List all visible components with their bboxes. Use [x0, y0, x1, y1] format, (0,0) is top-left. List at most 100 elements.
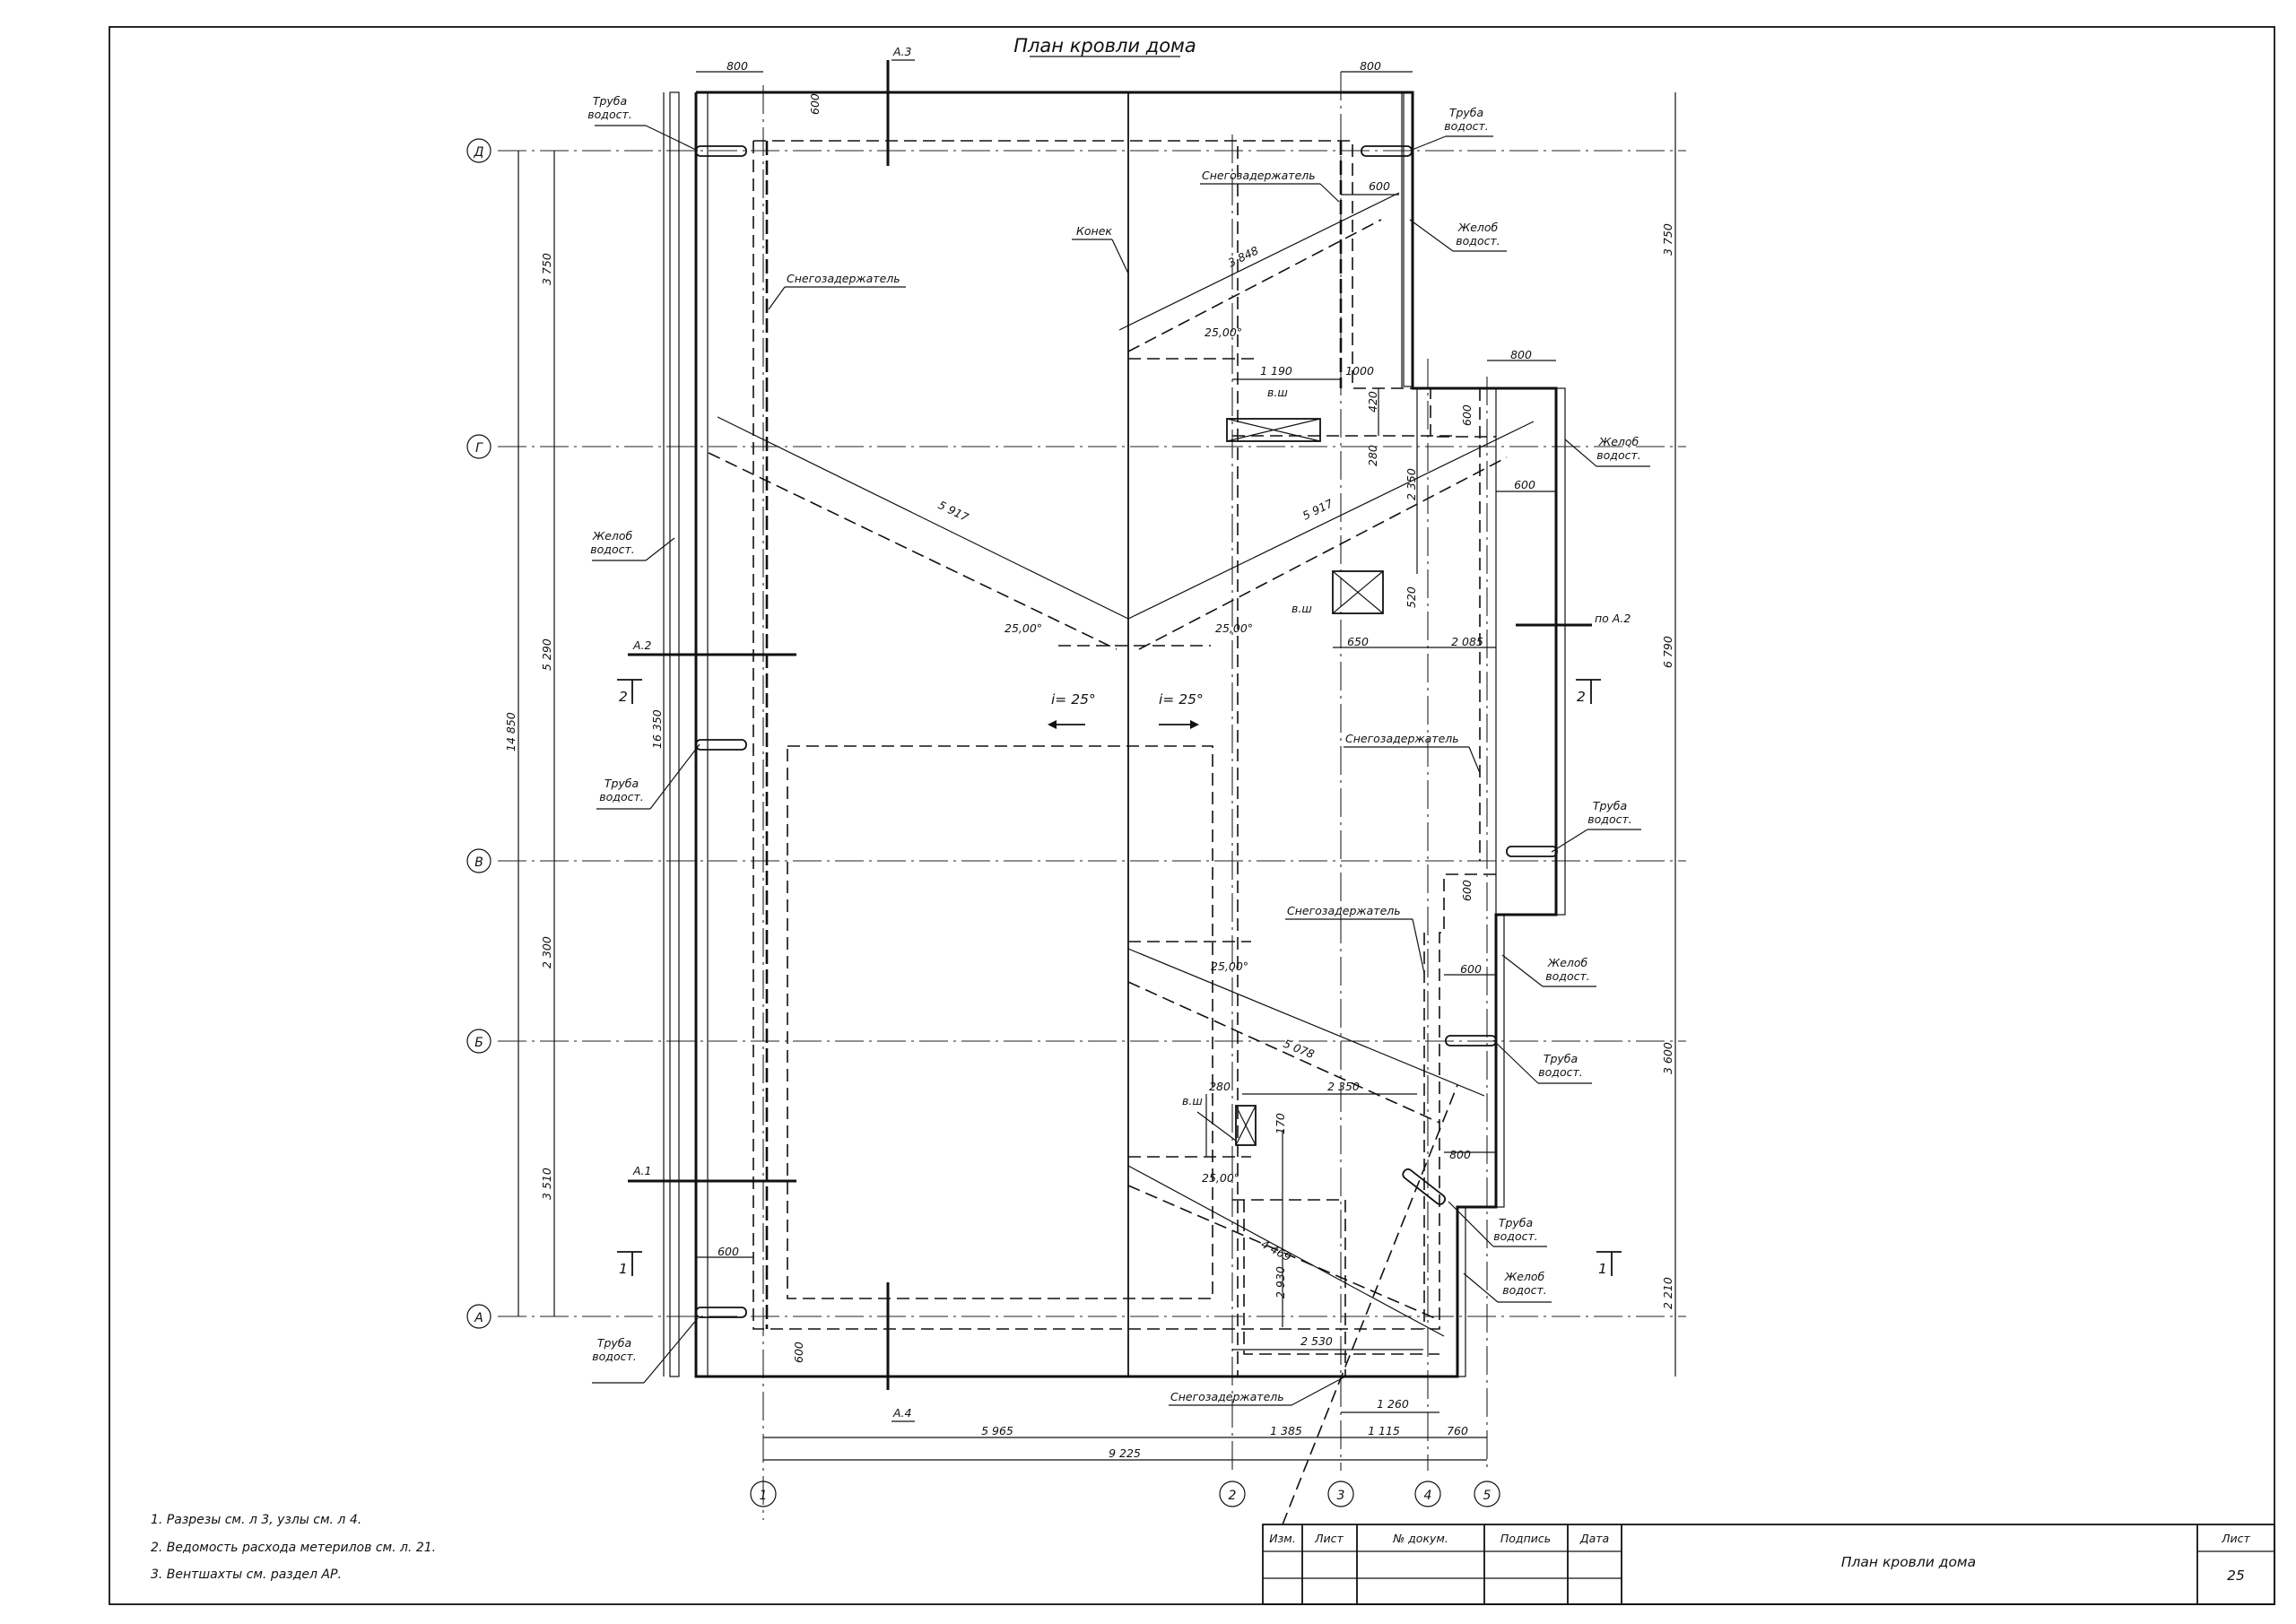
svg-text:Снегозадержатель: Снегозадержатель	[1345, 732, 1459, 745]
svg-text:Г: Г	[475, 441, 483, 456]
svg-text:Б: Б	[474, 1036, 483, 1050]
vent-shafts	[1226, 418, 1384, 1146]
svg-text:2: 2	[1229, 1489, 1237, 1503]
svg-text:170: 170	[1274, 1113, 1287, 1134]
svg-text:600: 600	[1460, 962, 1482, 976]
svg-text:2 085: 2 085	[1451, 635, 1483, 648]
drawing-notes: 1. Разрезы см. л 3, узлы см. л 4. 2. Вед…	[151, 1513, 436, 1582]
gutter-top-right	[1403, 91, 1413, 387]
svg-text:2. Ведомость расхода метерилов: 2. Ведомость расхода метерилов см. л. 21…	[151, 1541, 436, 1555]
svg-text:16 350: 16 350	[650, 709, 664, 749]
svg-text:2 350: 2 350	[1405, 468, 1418, 500]
svg-text:650: 650	[1347, 635, 1369, 648]
svg-text:3 750: 3 750	[540, 253, 553, 285]
dimension-lines	[517, 71, 1676, 1461]
svg-text:600: 600	[718, 1245, 739, 1258]
drain-pipe	[1402, 1168, 1447, 1205]
axis-bubble-G	[466, 434, 491, 459]
svg-text:2: 2	[1577, 689, 1586, 705]
drain-pipe	[695, 145, 747, 157]
svg-text:800: 800	[1510, 348, 1532, 361]
svg-text:№ докум.: № докум.	[1392, 1532, 1448, 1545]
svg-text:14 850: 14 850	[504, 712, 517, 751]
roof-slopes	[708, 192, 1535, 1525]
svg-text:5 917: 5 917	[936, 498, 971, 524]
slope-angles: 25,00° 25,00° 25,00° 25,00° 25,00° i= 25…	[1004, 326, 1253, 1185]
svg-text:2 530: 2 530	[1300, 1334, 1333, 1348]
gutter-bottom-right	[1457, 1206, 1466, 1377]
vent-shaft-2	[1332, 570, 1384, 614]
svg-text:2 350: 2 350	[1327, 1080, 1360, 1093]
svg-text:5 290: 5 290	[540, 638, 553, 671]
svg-text:520: 520	[1405, 586, 1418, 608]
axis-bubble-B	[466, 1029, 491, 1054]
svg-text:i= 25°: i= 25°	[1051, 691, 1096, 708]
svg-text:2 300: 2 300	[540, 936, 553, 968]
svg-text:600: 600	[1514, 478, 1535, 491]
svg-text:3. Вентшахты см. раздел АР.: 3. Вентшахты см. раздел АР.	[151, 1568, 342, 1582]
svg-text:1: 1	[1598, 1261, 1607, 1277]
svg-text:i= 25°: i= 25°	[1159, 691, 1204, 708]
svg-text:Снегозадержатель: Снегозадержатель	[787, 272, 900, 285]
svg-text:25,00°: 25,00°	[1004, 621, 1042, 635]
svg-text:3 848: 3 848	[1226, 244, 1261, 270]
svg-text:800: 800	[1360, 59, 1381, 73]
svg-text:25,00°: 25,00°	[1215, 621, 1253, 635]
svg-text:1000: 1000	[1345, 364, 1374, 378]
svg-text:2 930: 2 930	[1274, 1266, 1287, 1298]
svg-text:600: 600	[1460, 880, 1474, 901]
svg-text:1: 1	[619, 1261, 628, 1277]
svg-text:5 078: 5 078	[1282, 1037, 1317, 1061]
drain-pipe	[695, 739, 747, 751]
svg-text:Снегозадержатель: Снегозадержатель	[1170, 1390, 1284, 1403]
svg-text:5 917: 5 917	[1300, 497, 1335, 523]
svg-text:по А.2: по А.2	[1595, 612, 1631, 625]
svg-text:А.3: А.3	[892, 45, 912, 58]
svg-text:1 260: 1 260	[1377, 1397, 1409, 1411]
svg-text:А.4: А.4	[892, 1406, 912, 1420]
svg-text:25,00°: 25,00°	[1202, 1171, 1239, 1185]
svg-text:в.ш: в.ш	[1182, 1094, 1203, 1107]
svg-text:600: 600	[792, 1342, 805, 1363]
svg-text:1 190: 1 190	[1260, 364, 1292, 378]
axis-bubble-3	[1327, 1481, 1354, 1507]
svg-text:А.1: А.1	[632, 1164, 651, 1177]
gutter-left	[669, 91, 680, 1377]
svg-text:Д: Д	[474, 145, 484, 160]
svg-text:25: 25	[2227, 1568, 2245, 1584]
svg-text:А.2: А.2	[632, 638, 652, 652]
axis-bubbles: Д Г В Б А 1 2 3 4 5	[466, 138, 1500, 1507]
svg-text:6 790: 6 790	[1661, 636, 1674, 668]
drain-pipe	[1506, 846, 1558, 857]
svg-text:Подпись: Подпись	[1500, 1532, 1551, 1545]
svg-text:760: 760	[1447, 1424, 1468, 1437]
svg-text:1. Разрезы см. л 3, узлы см. л: 1. Разрезы см. л 3, узлы см. л 4.	[151, 1513, 361, 1527]
svg-text:5 965: 5 965	[981, 1424, 1013, 1437]
svg-text:3: 3	[1337, 1489, 1345, 1503]
svg-text:Изм.: Изм.	[1269, 1532, 1295, 1545]
svg-text:в.ш: в.ш	[1267, 386, 1288, 399]
sheet-frame	[109, 26, 2275, 1605]
svg-text:600: 600	[1369, 179, 1390, 193]
axis-bubble-1	[750, 1481, 777, 1507]
svg-text:420: 420	[1366, 391, 1379, 413]
svg-text:Снегозадержатель: Снегозадержатель	[1202, 169, 1316, 182]
svg-text:1: 1	[760, 1489, 768, 1503]
axis-bubble-2	[1219, 1481, 1246, 1507]
svg-text:4 469: 4 469	[1259, 1237, 1294, 1264]
svg-text:1 385: 1 385	[1270, 1424, 1302, 1437]
svg-text:9 225: 9 225	[1109, 1446, 1141, 1460]
svg-text:280: 280	[1209, 1080, 1231, 1093]
